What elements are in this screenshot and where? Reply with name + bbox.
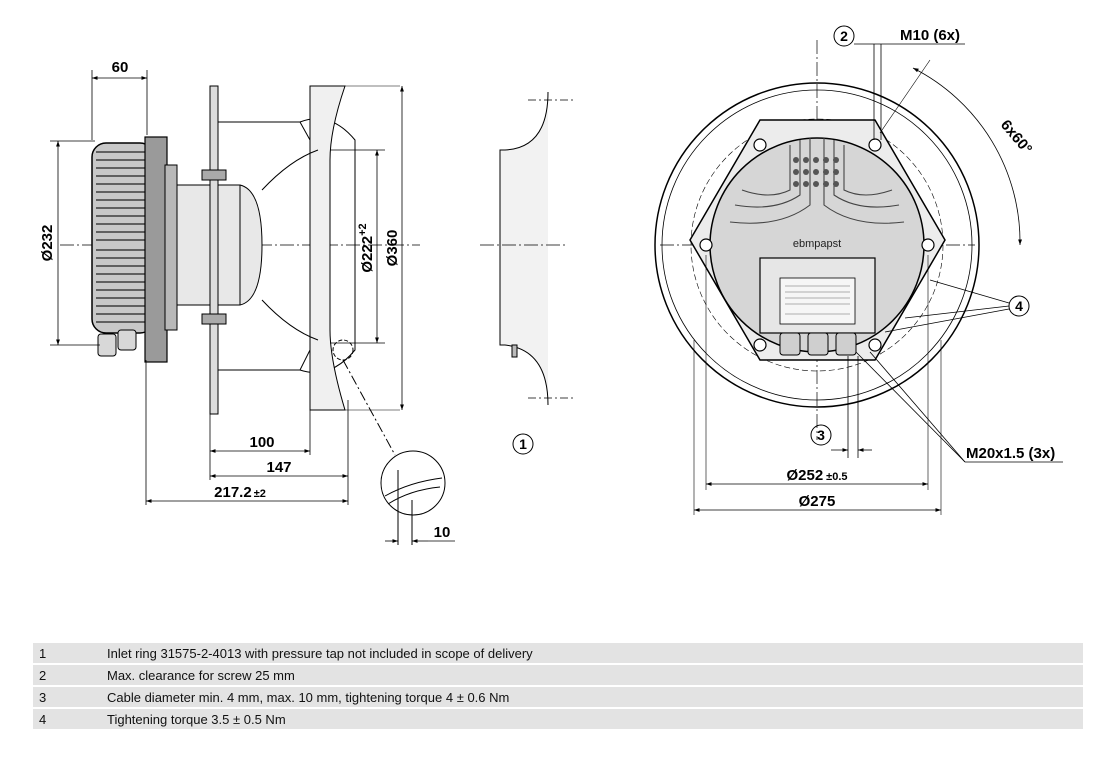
callout-3-label: 3 (817, 427, 825, 443)
legend-num: 4 (33, 709, 101, 729)
motor-body (91, 136, 178, 363)
dim-147-label: 147 (266, 459, 291, 476)
dim-222-label: Ø222+2 (357, 223, 376, 272)
front-view (654, 25, 1063, 515)
legend-text: Tightening torque 3.5 ± 0.5 Nm (101, 709, 1083, 729)
rotor-hub (176, 184, 263, 306)
angle-label: 6x60° (997, 117, 1035, 158)
legend-row: 1 Inlet ring 31575-2-4013 with pressure … (33, 643, 1083, 663)
dim-252-label: Ø252±0.5 (786, 467, 847, 484)
dim-360-label: Ø360 (384, 230, 401, 267)
legend-text: Max. clearance for screw 25 mm (101, 665, 1083, 685)
legend-row: 3 Cable diameter min. 4 mm, max. 10 mm, … (33, 687, 1083, 707)
legend-table: 1 Inlet ring 31575-2-4013 with pressure … (33, 641, 1083, 731)
callout-1-label: 1 (519, 436, 527, 452)
legend-row: 2 Max. clearance for screw 25 mm (33, 665, 1083, 685)
impeller (218, 85, 400, 411)
brand-logo: ebmpapst (793, 238, 841, 250)
dim-217-label: 217.2±2 (214, 484, 266, 501)
dim-60-label: 60 (112, 59, 129, 76)
dim-100-label: 100 (249, 434, 274, 451)
dim-275-label: Ø275 (799, 493, 836, 510)
legend-num: 2 (33, 665, 101, 685)
outer-housing (654, 82, 980, 408)
callout-2-circle (833, 25, 855, 47)
legend-text: Cable diameter min. 4 mm, max. 10 mm, ti… (101, 687, 1083, 707)
m20-label: M20x1.5 (3x) (966, 445, 1055, 462)
callout-2-label: 2 (840, 28, 848, 44)
inlet-ring (480, 91, 575, 455)
callout-1-circle (512, 433, 534, 455)
technical-drawing: 60 Ø232 Ø222+2 Ø360 100 147 217.2±2 10 1 (39, 25, 1063, 545)
mounting-plate (209, 85, 219, 415)
callout-3-circle (810, 424, 832, 446)
callout-4-label: 4 (1015, 298, 1023, 314)
legend-num: 1 (33, 643, 101, 663)
m10-label: M10 (6x) (900, 27, 960, 44)
legend-num: 3 (33, 687, 101, 707)
dim-10-label: 10 (434, 524, 451, 541)
side-view (50, 70, 455, 545)
legend-text: Inlet ring 31575-2-4013 with pressure ta… (101, 643, 1083, 663)
legend-row: 4 Tightening torque 3.5 ± 0.5 Nm (33, 709, 1083, 729)
dim-232-label: Ø232 (39, 225, 56, 262)
detail-view (380, 450, 446, 516)
